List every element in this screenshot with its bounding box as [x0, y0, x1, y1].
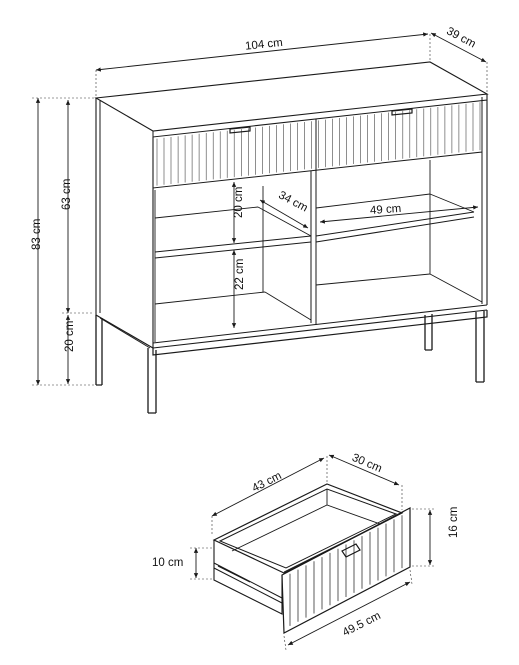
- label-total-height: 83 cm: [31, 219, 43, 250]
- label-drawer-length: 43 cm: [250, 470, 283, 495]
- label-compartment-width: 49 cm: [370, 203, 402, 217]
- leg-back-left: [95, 315, 103, 386]
- lower-left-side: [264, 291, 312, 321]
- shelf-right-front: [315, 211, 475, 237]
- dim-line-drawer-front-width: [287, 581, 411, 646]
- drawer-handle-right: [391, 108, 413, 116]
- drawer-band: [152, 100, 483, 189]
- dim-line-drawer-depth: [328, 454, 400, 486]
- cabinet-bottom-panel: [152, 304, 488, 344]
- dim-ext-drawer-length: [211, 456, 328, 536]
- cabinet-drawing: 104 cm 39 cm 83 cm 63 cm 20 cm 20 cm 22 …: [31, 25, 489, 414]
- label-body-height: 63 cm: [61, 179, 73, 210]
- label-upper-shelf: 20 cm: [233, 187, 245, 218]
- dim-ext-width: [95, 34, 431, 96]
- lower-right-back: [315, 273, 431, 286]
- drawer-left-wall: [213, 540, 283, 615]
- drawer-fluting: [156, 102, 481, 186]
- lower-left-back: [154, 291, 266, 305]
- shelf-right-front-2: [315, 216, 475, 243]
- label-shelf-depth: 34 cm: [276, 189, 309, 214]
- drawer-floor: [231, 504, 382, 573]
- label-width: 104 cm: [245, 37, 284, 53]
- cabinet-top: [94, 61, 489, 132]
- cabinet-top-edge: [152, 94, 488, 138]
- label-drawer-inner-height: 10 cm: [152, 557, 183, 569]
- drawer-drawing: 43 cm 30 cm 16 cm 10 cm 49.5 cm: [152, 452, 460, 651]
- cabinet-left-side: [95, 98, 154, 349]
- dim-line-shelf-depth: [259, 199, 309, 229]
- dim-line-width: [95, 32, 429, 72]
- dim-ext-drawer-front-height: [412, 508, 436, 567]
- lower-right-side: [429, 273, 483, 303]
- shelf-left-back: [154, 206, 259, 219]
- label-lower-shelf: 22 cm: [234, 259, 246, 290]
- leg-front-right: [475, 311, 485, 383]
- drawer-runner: [213, 562, 283, 604]
- dim-line-compartment-width: [319, 205, 479, 224]
- cabinet-bottom-edge: [152, 309, 488, 349]
- dim-ext-drawer-inner-height: [190, 547, 212, 580]
- leg-front-left: [147, 348, 157, 414]
- leg-back-right: [424, 314, 433, 351]
- frame-side-bar: [99, 317, 151, 349]
- drawer-front-handle: [341, 543, 361, 558]
- drawer-front-panel: [281, 507, 411, 634]
- drawer-handle-left: [229, 126, 251, 134]
- label-leg-height: 20 cm: [64, 321, 76, 352]
- label-depth: 39 cm: [444, 25, 477, 50]
- dim-line-depth: [430, 32, 487, 63]
- frame-front-bar: [152, 310, 488, 356]
- shelf-left-front: [154, 235, 312, 253]
- label-drawer-front-height: 16 cm: [448, 507, 460, 538]
- drawer-front-fluting: [289, 515, 403, 626]
- dim-line-drawer-length: [211, 457, 325, 517]
